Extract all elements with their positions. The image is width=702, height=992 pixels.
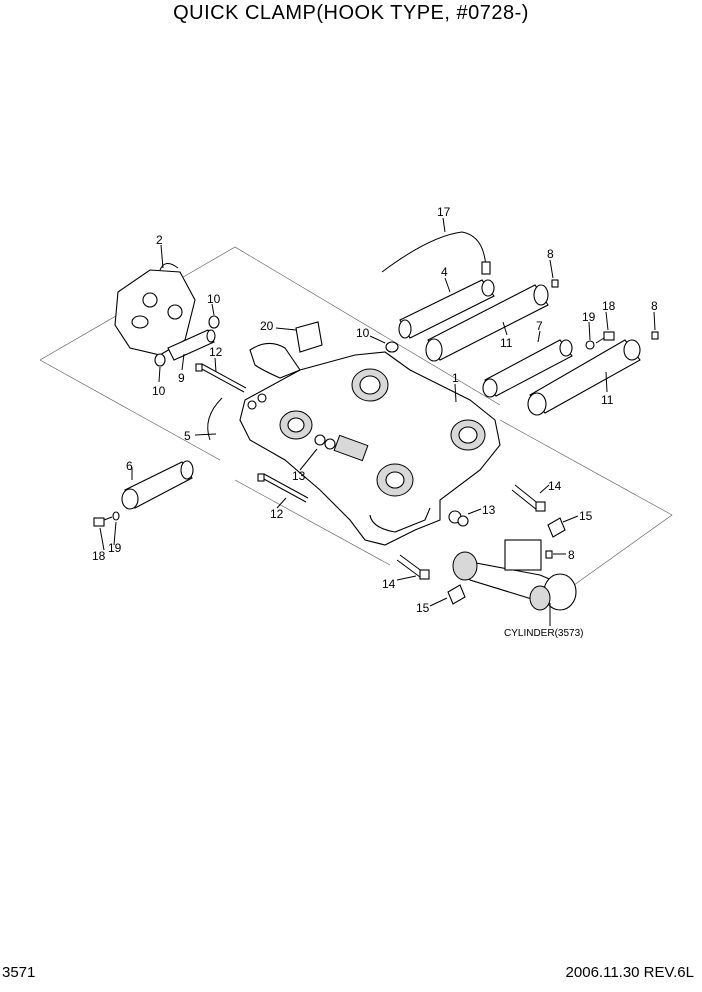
callout-5: 5 — [184, 429, 191, 443]
callout-13: 13 — [482, 503, 496, 517]
hook-bracket-part-2 — [114, 263, 196, 356]
bolt-part-18-right — [595, 331, 615, 344]
callout-1: 1 — [452, 371, 459, 385]
fitting-part-14-a — [511, 484, 546, 512]
washer-part-19-left — [112, 511, 120, 521]
callout-14: 14 — [382, 577, 396, 591]
grease-nipple-part-8-a — [551, 279, 559, 288]
elbow-part-15-b — [447, 584, 466, 605]
callout-15: 15 — [579, 509, 593, 523]
callout-10: 10 — [356, 326, 370, 340]
grease-nipple-part-8-b — [651, 331, 659, 340]
spring-wire-part-5 — [207, 397, 223, 441]
callout-11: 11 — [601, 393, 614, 407]
callout-17: 17 — [437, 205, 451, 219]
elbow-part-15-a — [547, 517, 566, 538]
pin-part-11-a — [425, 284, 549, 362]
nut-part-13-b — [448, 510, 469, 527]
snap-ring-part-10-b — [154, 353, 166, 367]
snap-ring-part-10-c — [385, 341, 399, 353]
callout-8: 8 — [547, 247, 554, 261]
callout-18: 18 — [92, 549, 106, 563]
callout-9: 9 — [178, 371, 185, 385]
callout-2: 2 — [156, 233, 163, 247]
bolt-part-18-left — [93, 516, 113, 527]
callout-15: 15 — [416, 601, 430, 615]
fitting-part-14-b — [396, 554, 430, 580]
callout-19: 19 — [582, 310, 596, 324]
pin-part-6 — [121, 460, 194, 510]
grease-hose-part-17 — [381, 231, 487, 273]
pin-part-11-b — [527, 339, 641, 416]
callout-4: 4 — [441, 265, 448, 279]
callout-14: 14 — [548, 479, 562, 493]
grease-hose-end — [481, 261, 491, 275]
grease-nipple-part-8-c — [545, 550, 553, 559]
callout-12: 12 — [270, 507, 284, 521]
clip-part-20 — [295, 321, 323, 353]
callout-11: 11 — [500, 336, 513, 350]
pin-part-9 — [167, 329, 216, 361]
nut-part-13-a — [314, 434, 336, 450]
callout-20: 20 — [260, 319, 274, 333]
pin-part-4 — [398, 279, 495, 339]
callout-18: 18 — [602, 299, 616, 313]
callout-12: 12 — [209, 345, 223, 359]
hydraulic-cylinder — [452, 539, 577, 611]
cylinder-reference-label: CYLINDER(3573) — [504, 628, 583, 639]
callout-10: 10 — [152, 384, 166, 398]
long-bolt-part-12-a — [195, 363, 247, 393]
callout-10: 10 — [207, 292, 221, 306]
main-frame-part-1 — [239, 342, 501, 546]
callout-8: 8 — [568, 548, 575, 562]
pin-part-7 — [482, 339, 573, 398]
washer-part-19-right — [585, 340, 595, 350]
page-number: 3571 — [2, 964, 36, 981]
assembly-guide-lines — [39, 246, 673, 596]
callout-13: 13 — [292, 469, 306, 483]
callout-8: 8 — [651, 299, 658, 313]
page-title: QUICK CLAMP(HOOK TYPE, #0728-) — [173, 2, 529, 24]
callout-7: 7 — [536, 319, 543, 333]
long-bolt-part-12-b — [257, 473, 309, 503]
callout-6: 6 — [126, 459, 133, 473]
snap-ring-part-10-a — [208, 315, 220, 329]
callout-19: 19 — [108, 541, 122, 555]
leader-lines — [99, 217, 656, 626]
revision-date: 2006.11.30 REV.6L — [565, 964, 694, 981]
